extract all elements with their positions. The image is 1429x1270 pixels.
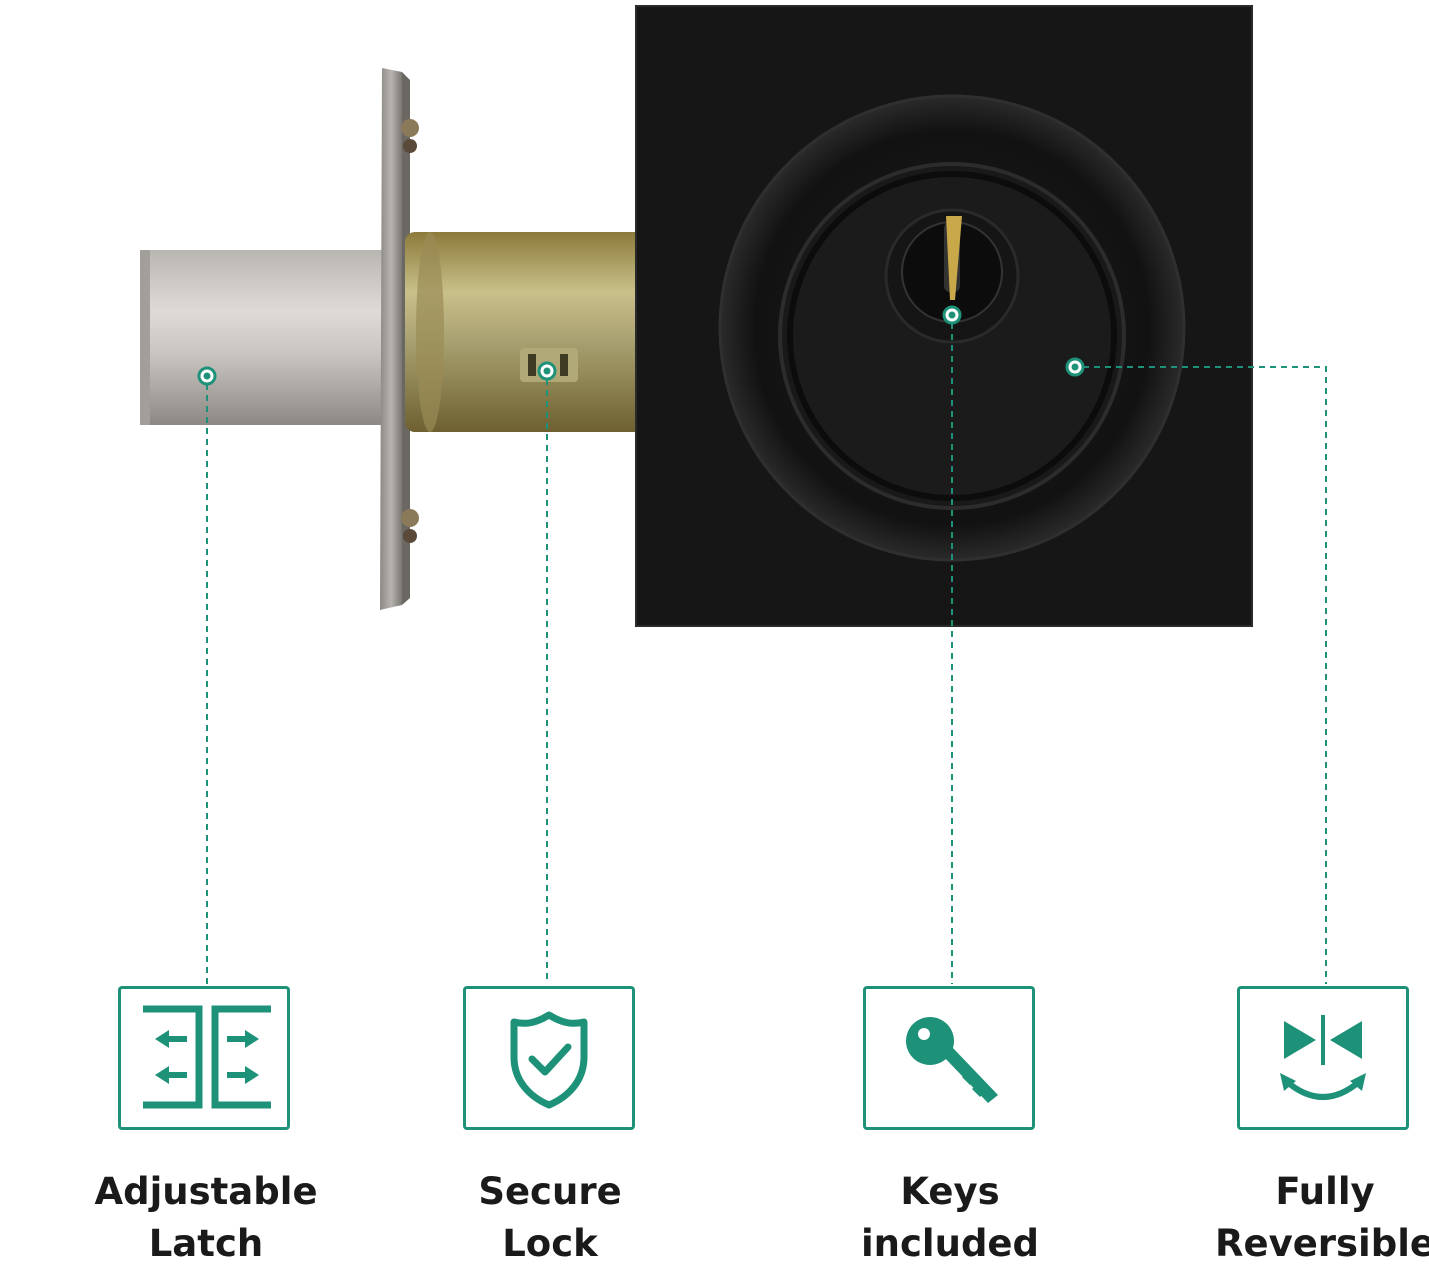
callout-dot-fully-reversible: [1065, 357, 1085, 377]
feature-label-keys-included: Keys included: [860, 1170, 1040, 1265]
feature-label-adjustable-latch: Adjustable Latch: [94, 1170, 318, 1265]
adjustable-latch-arrows-icon: [143, 1005, 271, 1109]
feature-box-fully-reversible: [1237, 986, 1409, 1130]
feature-box-secure-lock: [463, 986, 635, 1130]
feature-label-secure-lock: Secure Lock: [478, 1170, 622, 1265]
square-rose-plate: [635, 5, 1253, 627]
callout-dot-secure-lock: [537, 361, 557, 381]
feature-box-adjustable-latch: [118, 986, 290, 1130]
callout-dot-adjustable-latch: [197, 366, 217, 386]
callout-dot-keys-included: [942, 305, 962, 325]
shield-check-icon: [510, 1011, 588, 1109]
leader-line-fully-reversible: [1083, 366, 1327, 984]
key-icon: [906, 1017, 998, 1103]
reversible-arrows-icon: [1280, 1015, 1366, 1100]
feature-box-keys-included: [863, 986, 1035, 1130]
feature-label-fully-reversible: Fully Reversible: [1214, 1170, 1429, 1265]
latch-housing: [405, 232, 645, 432]
